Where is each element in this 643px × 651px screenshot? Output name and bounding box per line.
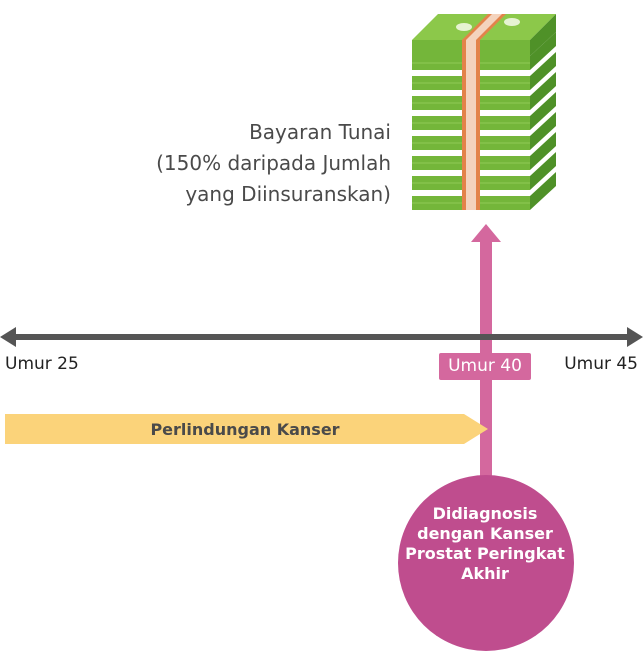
diagnosis-line-3: Prostat Peringkat: [405, 544, 565, 563]
protection-bar: [5, 414, 488, 444]
payout-label: Bayaran Tunai (150% daripada Jumlah yang…: [91, 117, 391, 210]
diagnosis-line-2: dengan Kanser: [417, 524, 553, 543]
diagnosis-label: Didiagnosis dengan Kanser Prostat Pering…: [397, 504, 573, 584]
payout-label-line-2: (150% daripada Jumlah: [156, 151, 391, 175]
protection-label: Perlindungan Kanser: [150, 420, 340, 439]
payout-label-line-3: yang Diinsuranskan): [185, 182, 391, 206]
diagnosis-circle: [398, 475, 574, 651]
start-age-label: Umur 25: [5, 354, 79, 374]
diagnosis-line-4: Akhir: [461, 564, 509, 583]
end-age-label: Umur 45: [564, 354, 638, 374]
diagnosis-line-1: Didiagnosis: [432, 504, 538, 523]
payout-label-line-1: Bayaran Tunai: [249, 120, 391, 144]
event-age-badge: Umur 40: [439, 353, 531, 380]
timeline-axis: [0, 327, 643, 347]
money-stack-icon: [412, 14, 556, 210]
